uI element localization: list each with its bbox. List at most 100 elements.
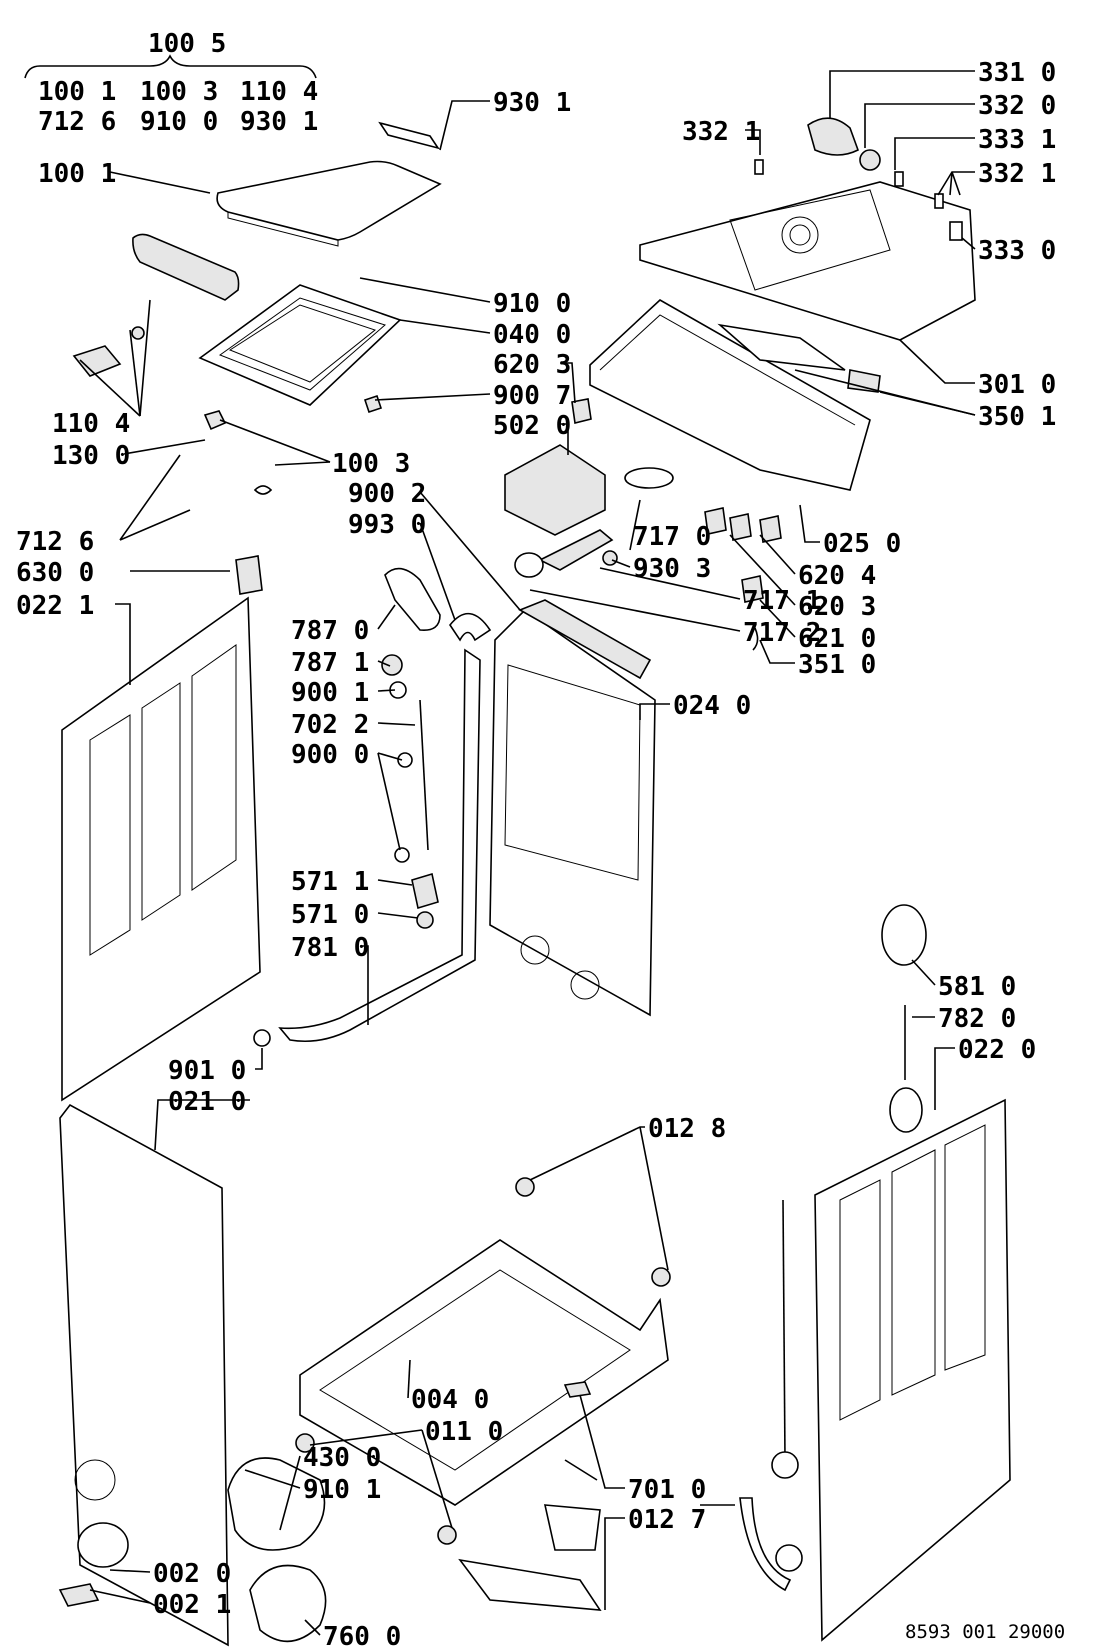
part-label: 571 0	[291, 900, 369, 930]
part-label: 787 1	[291, 648, 369, 678]
part-label: 701 0	[628, 1475, 706, 1505]
led-pin	[754, 159, 764, 175]
part-label: 100 3	[332, 449, 410, 479]
dispenser-bracket	[518, 599, 652, 680]
bellows-hose	[384, 567, 441, 632]
part-label: 012 8	[648, 1114, 726, 1144]
part-label: 332 0	[978, 91, 1056, 121]
lid-handle	[132, 233, 240, 301]
pulley-581	[881, 904, 927, 966]
part-label: 717 1	[743, 586, 821, 616]
filter-787-1	[381, 654, 403, 676]
part-label: 630 0	[16, 558, 94, 588]
part-label: 930 1	[493, 88, 571, 118]
callout-labels: 930 1 100 1 910 0 040 0 620 3 900 7 502 …	[16, 58, 1056, 1647]
knob	[807, 117, 859, 156]
part-label: 022 1	[16, 591, 94, 621]
part-label: 781 0	[291, 933, 369, 963]
part-label: 110 4	[52, 409, 130, 439]
ring-f1	[771, 1451, 799, 1479]
part-label: 002 0	[153, 1559, 231, 1589]
decor-strip	[378, 121, 440, 150]
spring	[253, 485, 273, 495]
part-label: 332 1	[682, 117, 760, 147]
electronic-module	[504, 444, 606, 536]
valve-571-0	[416, 911, 434, 929]
part-label: 900 0	[291, 740, 369, 770]
part-label: 004 0	[411, 1385, 489, 1415]
spring-930-3	[602, 550, 618, 566]
hinge-130	[203, 410, 227, 431]
part-label: 910 0	[493, 289, 571, 319]
part-label: 787 0	[291, 616, 369, 646]
wire-351	[752, 627, 759, 651]
rear-frame	[489, 608, 656, 1017]
front-panel	[59, 1103, 229, 1647]
part-label: 025 0	[823, 529, 901, 559]
pin-012-7	[564, 1459, 598, 1481]
part-label: 332 1	[978, 159, 1056, 189]
seal-c	[889, 1087, 923, 1133]
part-label: 901 0	[168, 1056, 246, 1086]
door-hinge-002-1	[58, 1583, 100, 1607]
part-label: 620 3	[798, 592, 876, 622]
cam-717	[624, 467, 674, 489]
clip-900-0b	[394, 847, 410, 863]
top-frame	[198, 284, 402, 406]
part-label: 024 0	[673, 691, 751, 721]
connector-620-3	[571, 398, 592, 424]
pressure-switch-571	[411, 872, 439, 910]
latch-900-7	[363, 394, 383, 414]
hose-702	[419, 699, 429, 851]
side-cover-630	[235, 555, 263, 595]
part-label: 002 1	[153, 1590, 231, 1620]
leader-lines	[79, 70, 976, 1636]
group-header-item: 930 1	[240, 107, 318, 137]
part-label: 717 2	[743, 618, 821, 648]
part-label: 900 1	[291, 678, 369, 708]
knob-base	[859, 149, 881, 171]
part-label: 022 0	[958, 1035, 1036, 1065]
lever-717	[538, 529, 614, 571]
part-label: 100 1	[38, 159, 116, 189]
insulation-pad-2	[847, 369, 881, 393]
screw	[131, 326, 145, 340]
led-pin-3	[934, 193, 944, 209]
part-label: 702 2	[291, 710, 369, 740]
part-label: 782 0	[938, 1004, 1016, 1034]
connector-621	[741, 575, 764, 603]
part-label: 993 0	[348, 510, 426, 540]
connector-620-4c	[759, 515, 782, 543]
group-header-item: 100 3	[140, 77, 218, 107]
inlet-hose-701	[739, 1497, 792, 1592]
group-header-item: 110 4	[240, 77, 318, 107]
part-label: 021 0	[168, 1087, 246, 1117]
group-header-title: 100 5	[148, 29, 226, 59]
button-cap	[949, 221, 963, 241]
part-label: 621 0	[798, 624, 876, 654]
filter-door	[77, 1522, 129, 1568]
drain-hose-781	[278, 648, 481, 1043]
part-label: 333 0	[978, 236, 1056, 266]
drain-pump-430	[227, 1457, 326, 1551]
group-header-item: 910 0	[140, 107, 218, 137]
group-header-item: 712 6	[38, 107, 116, 137]
elbow-993	[449, 612, 492, 642]
clip-900-0a	[397, 752, 413, 768]
part-label: 502 0	[493, 411, 571, 441]
base-frame	[295, 1177, 671, 1545]
part-label: 620 4	[798, 561, 876, 591]
part-label: 581 0	[938, 972, 1016, 1002]
top-lid	[216, 160, 442, 247]
part-label: 351 0	[798, 650, 876, 680]
part-label: 331 0	[978, 58, 1056, 88]
part-label: 301 0	[978, 370, 1056, 400]
part-label: 011 0	[425, 1417, 503, 1447]
part-label: 900 7	[493, 381, 571, 411]
group-header-brace	[24, 54, 317, 79]
clip-012-7	[563, 1381, 592, 1398]
part-label: 012 7	[628, 1505, 706, 1535]
bracket-012-7	[458, 1558, 602, 1611]
clamp-901	[253, 1029, 271, 1047]
hinge-part	[72, 345, 122, 377]
